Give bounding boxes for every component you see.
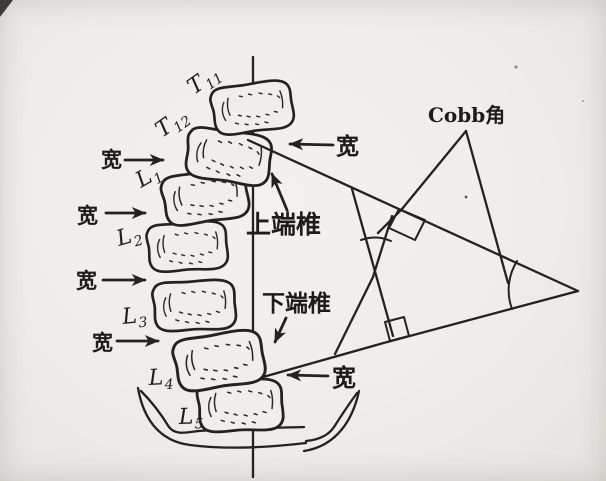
lower-end-vertebra-arrow — [273, 316, 288, 344]
vertebra-label-l5: L5 — [177, 404, 204, 433]
vertebra-l4 — [169, 326, 269, 395]
paper-speck — [464, 195, 468, 199]
width-label-3: 宽 — [76, 269, 97, 293]
width-label-right-top: 宽 — [336, 133, 359, 160]
cobb-angle-arc-right-vertex — [507, 260, 518, 310]
width-label-2: 宽 — [77, 204, 98, 228]
width-arrow-right-top — [288, 138, 335, 151]
width-label-4: 宽 — [92, 331, 113, 355]
perpendicular-segment-upper — [333, 214, 394, 356]
width-label-1: 宽 — [101, 148, 122, 172]
right-angle-marker-lower — [384, 316, 410, 342]
width-arrow-right-bottom — [286, 369, 330, 382]
upper-end-vertebra-arrow — [270, 172, 289, 212]
vertebra-t11 — [207, 77, 297, 138]
cobb-angle-arc-inner — [360, 236, 392, 242]
cobb-construction — [246, 129, 580, 379]
cobb-angle-label: Cobb角 — [428, 103, 505, 127]
paper-speck — [581, 99, 585, 103]
scan-corner-mark — [0, 0, 13, 17]
sacrum-right-wing-outer — [302, 389, 361, 453]
annotation-arrows — [101, 138, 335, 382]
perpendicular-to-lower-line — [464, 129, 510, 285]
vertebra-label-l4: L4 — [147, 365, 174, 394]
vertebra-label-l2: L2 — [113, 221, 145, 255]
vertebra-l3 — [150, 278, 238, 333]
paper-speck — [514, 65, 518, 69]
width-label-right-bottom: 宽 — [332, 364, 356, 392]
vertebra-label-l3: L3 — [120, 303, 148, 334]
lower-end-vertebra-label: 下端椎 — [262, 291, 331, 317]
perpendicular-to-upper-line — [376, 129, 468, 235]
sacrum-left-wing-outer — [136, 386, 308, 449]
right-angle-marker-upper — [388, 208, 426, 241]
perpendicular-segment-lower — [350, 187, 395, 338]
sacrum — [136, 386, 361, 453]
sacrum-right-wing-inner — [304, 391, 359, 443]
upper-end-vertebra-label: 上端椎 — [246, 210, 321, 239]
vertebra-l2 — [144, 219, 230, 274]
